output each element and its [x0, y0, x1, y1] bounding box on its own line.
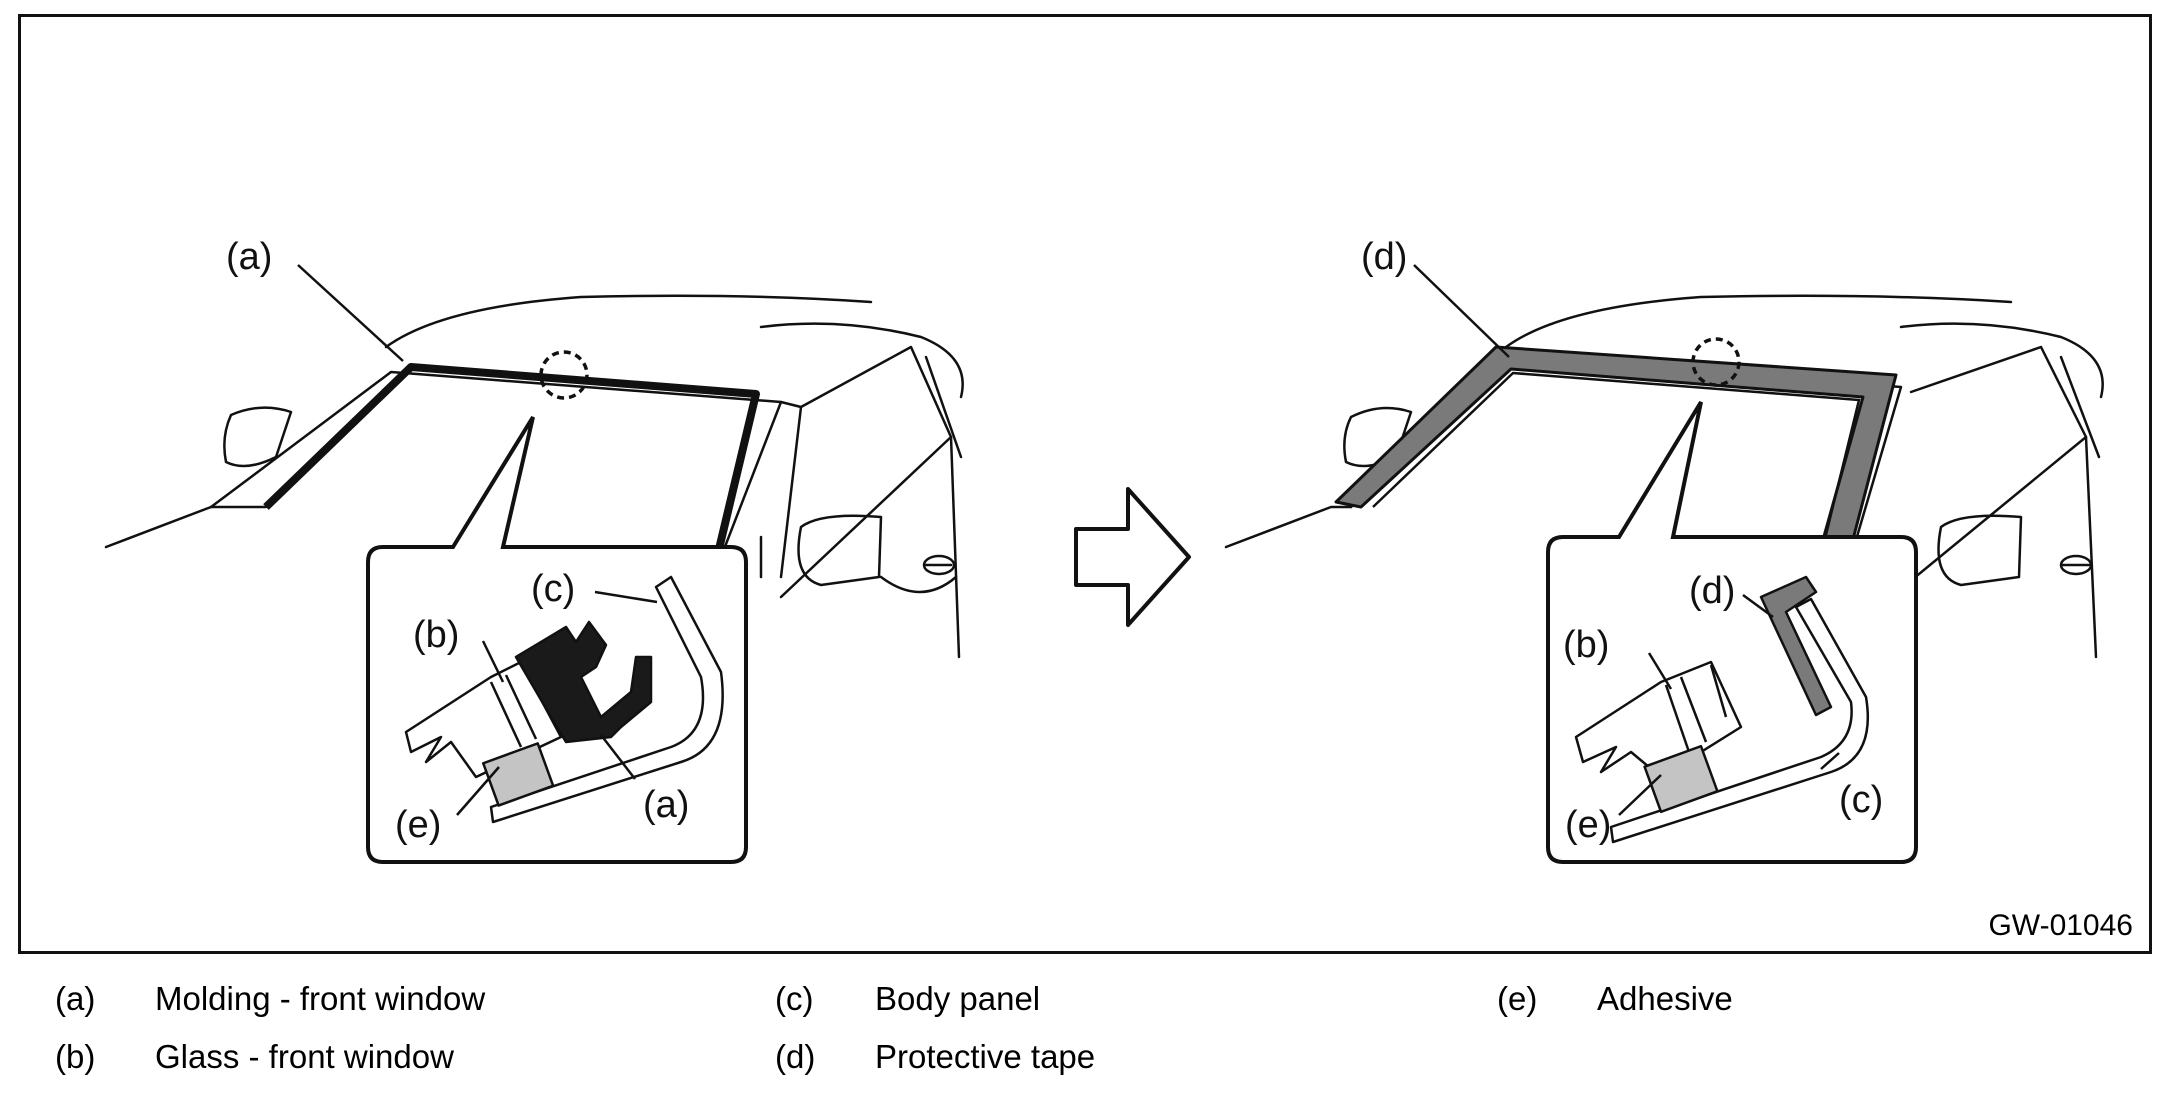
- inset-right-callout-c: (c): [1839, 779, 1883, 821]
- legend-key: (d): [775, 1038, 816, 1075]
- legend: (a) Molding - front window (b) Glass - f…: [0, 980, 2175, 1100]
- legend-key: (a): [55, 980, 96, 1017]
- legend-key: (b): [55, 1038, 96, 1075]
- left-car-illustration: [104, 294, 964, 659]
- front-window-molding: [263, 363, 760, 550]
- inset-right-callout-e: (e): [1565, 804, 1611, 846]
- inset-left-callout-a: (a): [643, 784, 689, 826]
- legend-label: Body panel: [875, 980, 1041, 1017]
- inset-right-callout-d: (d): [1689, 570, 1735, 612]
- legend-label: Molding - front window: [155, 980, 486, 1017]
- callout-right-d: (d): [1361, 236, 1407, 278]
- inset-left-callout-c: (c): [531, 568, 575, 610]
- detail-circle-right: [1691, 337, 1741, 387]
- legend-label: Glass - front window: [155, 1038, 454, 1075]
- figure-code: GW-01046: [1988, 909, 2133, 942]
- protective-tape-band: [1334, 345, 1898, 549]
- inset-right-callout-b: (b): [1563, 624, 1609, 666]
- inset-left-callout-e: (e): [395, 804, 441, 846]
- inset-left-callout-b: (b): [413, 614, 459, 656]
- legend-key: (e): [1497, 980, 1538, 1017]
- diagram-frame: (a) (c) (b) (e) (a): [18, 14, 2152, 954]
- legend-key: (c): [775, 980, 814, 1017]
- transition-arrow: [1074, 487, 1191, 627]
- legend-label: Protective tape: [875, 1038, 1096, 1075]
- legend-label: Adhesive: [1597, 980, 1733, 1017]
- inset-right-content: [1574, 575, 1870, 844]
- callout-left-a: (a): [226, 236, 272, 278]
- inset-left-content: [404, 575, 724, 824]
- detail-circle-left: [539, 350, 589, 400]
